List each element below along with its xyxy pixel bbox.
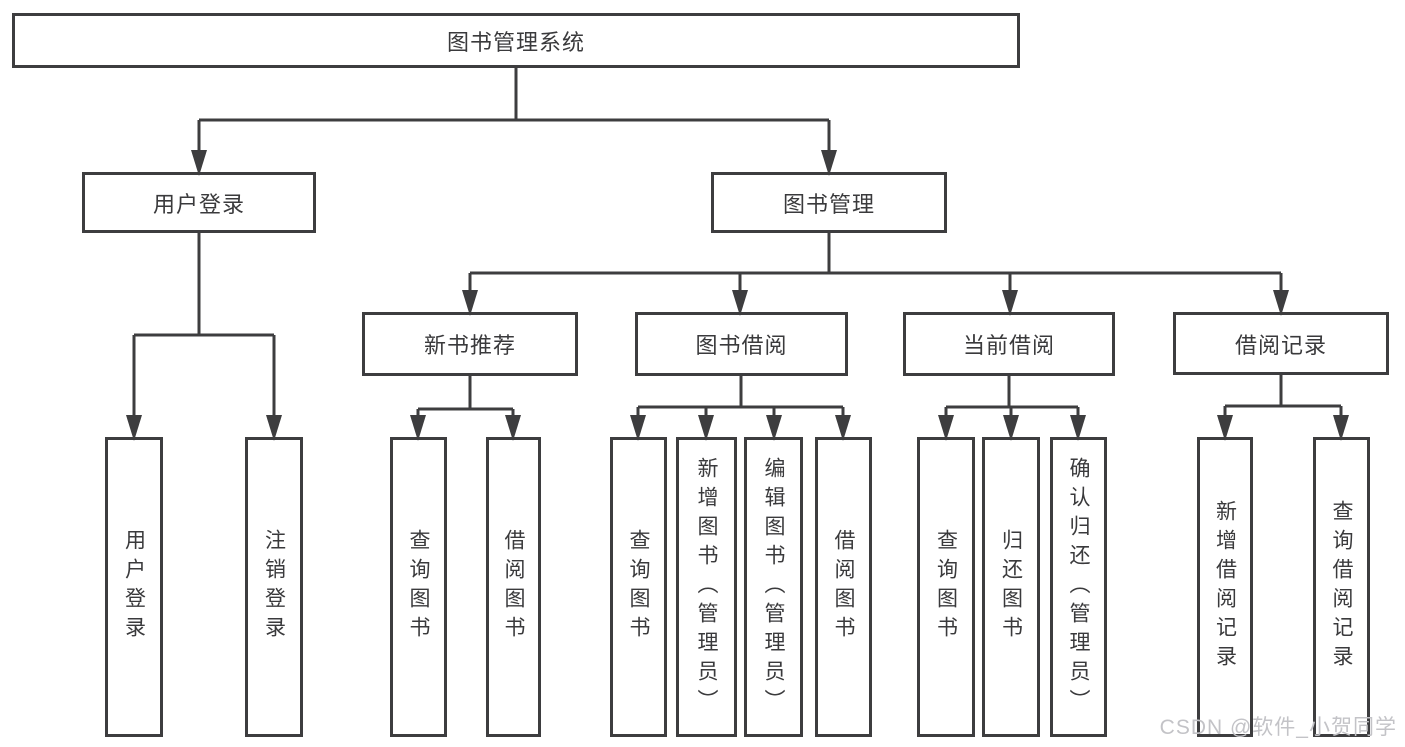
node-user-login-label: 用户登录 <box>152 191 245 217</box>
node-current-borrow: 当前借阅 <box>903 312 1115 376</box>
leaf-add-borrow-record: 新增借阅记录 <box>1197 437 1253 737</box>
leaf-user-login-label: 用户登录 <box>122 529 146 645</box>
node-book-management-label: 图书管理 <box>782 191 875 217</box>
node-new-book-recommend: 新书推荐 <box>362 312 578 376</box>
leaf-add-book-admin: 新增图书（管理员） <box>676 437 737 737</box>
leaf-query-books-recommend-label: 查询图书 <box>407 529 430 645</box>
leaf-add-borrow-record-label: 新增借阅记录 <box>1213 500 1237 674</box>
node-book-management: 图书管理 <box>711 172 947 233</box>
leaf-query-books-current-label: 查询图书 <box>934 529 958 645</box>
leaf-edit-book-admin: 编辑图书（管理员） <box>744 437 803 737</box>
node-borrow-records-label: 借阅记录 <box>1234 332 1327 358</box>
leaf-return-book: 归还图书 <box>982 437 1040 737</box>
node-root: 图书管理系统 <box>12 13 1020 68</box>
leaf-logout-label: 注销登录 <box>262 529 286 645</box>
leaf-confirm-return-admin: 确认归还（管理员） <box>1050 437 1107 737</box>
watermark: CSDN @软件_小贺同学 <box>1159 716 1397 739</box>
leaf-query-books-recommend: 查询图书 <box>390 437 447 737</box>
leaf-logout: 注销登录 <box>245 437 303 737</box>
node-root-label: 图书管理系统 <box>446 29 585 55</box>
node-new-book-recommend-label: 新书推荐 <box>423 333 516 358</box>
leaf-borrow-books: 借阅图书 <box>815 437 872 737</box>
leaf-query-books-current: 查询图书 <box>917 437 975 737</box>
leaf-query-books-borrow: 查询图书 <box>610 437 667 737</box>
node-user-login: 用户登录 <box>82 172 316 233</box>
leaf-borrow-books-label: 借阅图书 <box>832 529 855 645</box>
leaf-query-books-borrow-label: 查询图书 <box>627 529 650 645</box>
leaf-user-login: 用户登录 <box>105 437 163 737</box>
leaf-confirm-return-admin-label: 确认归还（管理员） <box>1067 456 1090 718</box>
node-book-borrow-label: 图书借阅 <box>695 333 788 358</box>
leaf-query-borrow-record-label: 查询借阅记录 <box>1330 500 1353 674</box>
leaf-borrow-books-recommend: 借阅图书 <box>486 437 541 737</box>
leaf-add-book-admin-label: 新增图书（管理员） <box>695 456 718 718</box>
leaf-query-borrow-record: 查询借阅记录 <box>1313 437 1370 737</box>
node-borrow-records: 借阅记录 <box>1173 312 1389 375</box>
leaf-return-book-label: 归还图书 <box>999 529 1023 645</box>
node-book-borrow: 图书借阅 <box>635 312 848 376</box>
leaf-edit-book-admin-label: 编辑图书（管理员） <box>762 456 785 718</box>
leaf-borrow-books-recommend-label: 借阅图书 <box>502 529 525 645</box>
node-current-borrow-label: 当前借阅 <box>962 333 1055 358</box>
